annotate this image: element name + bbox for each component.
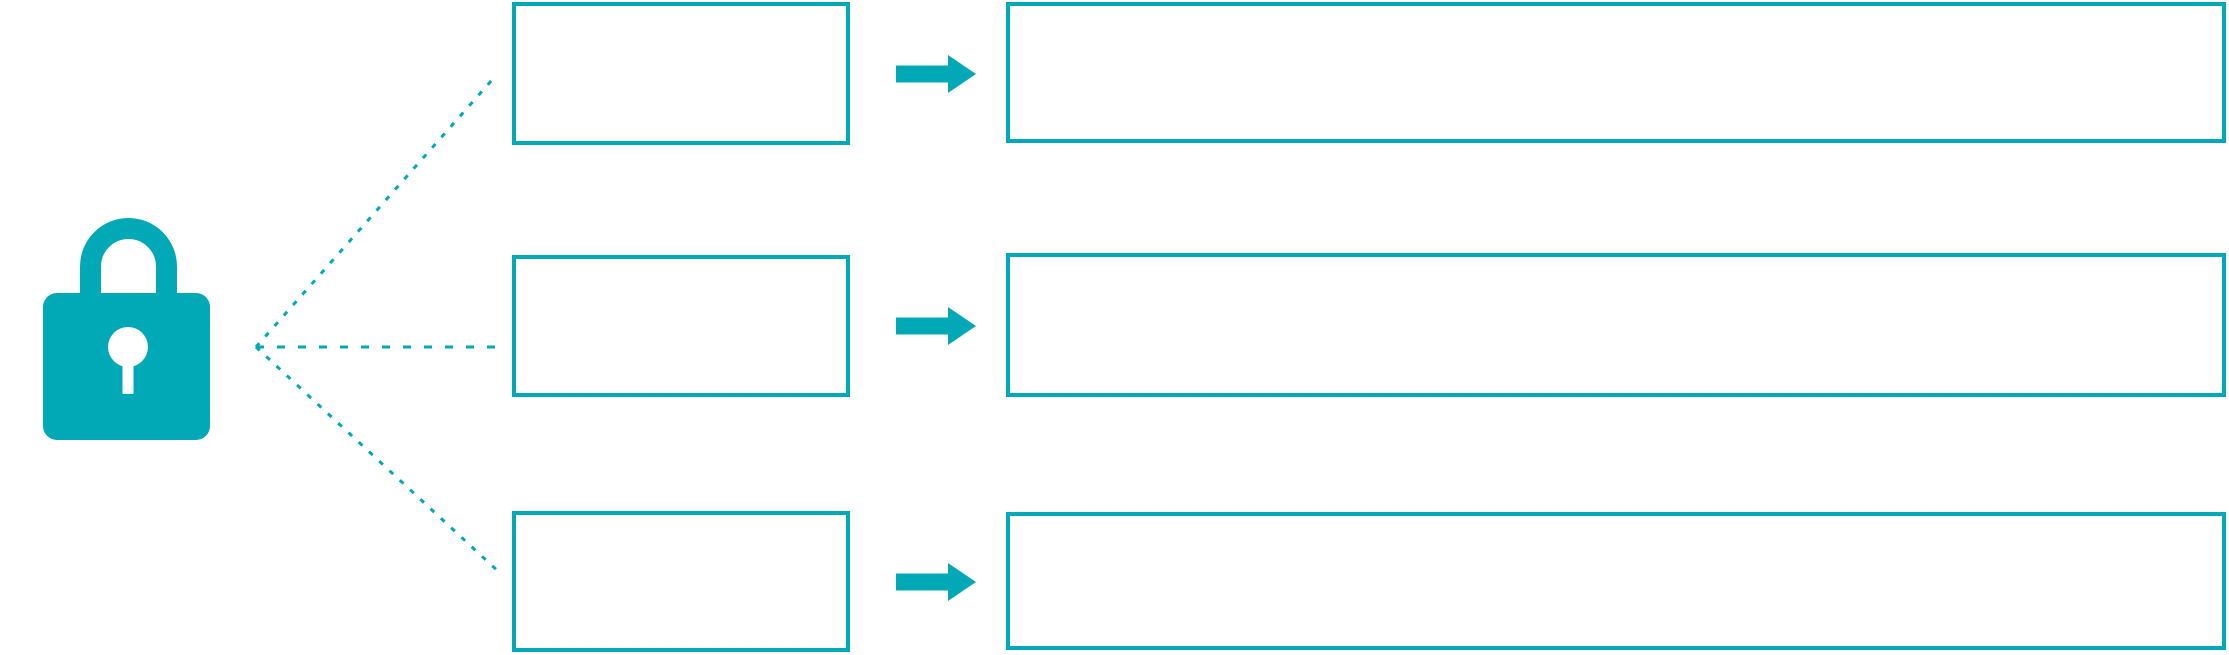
detail-box-3 xyxy=(1006,512,2226,650)
padlock-icon xyxy=(43,218,210,440)
padlock-shackle xyxy=(80,218,177,305)
connector-line-bottom xyxy=(254,345,502,575)
right-arrow-icon xyxy=(896,55,976,93)
right-arrow-icon xyxy=(896,307,976,345)
right-arrow-icon xyxy=(896,563,976,601)
padlock-keyhole-stem xyxy=(122,347,134,394)
connector-line-top xyxy=(254,79,494,348)
detail-box-1 xyxy=(1006,2,2226,143)
branch-box-1 xyxy=(512,2,850,145)
detail-box-2 xyxy=(1006,253,2226,397)
branch-box-2 xyxy=(512,255,850,397)
branch-box-3 xyxy=(512,511,850,652)
